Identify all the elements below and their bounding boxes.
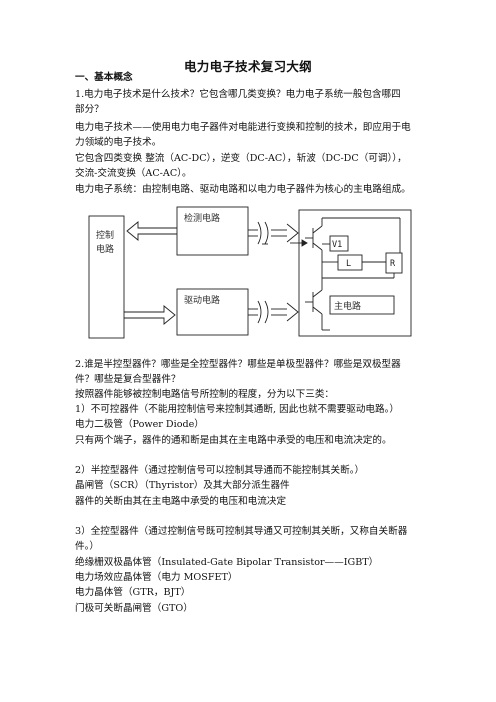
category-3-line-6: 门极可关断晶闸管（GTO）: [75, 603, 193, 614]
answer-1-line-2: 力领域的电子技术。: [75, 137, 162, 148]
question-1-line-1: 1.电力电子技术是什么技术？它包含哪几类变换？电力电子系统一般包含哪四: [75, 89, 401, 100]
main-label-box: [329, 295, 395, 315]
control-to-drive-arrow: [124, 305, 176, 325]
main-label: 主电路: [334, 300, 361, 312]
inductor-box: [337, 254, 363, 271]
category-2-line-3: 器件的关断由其在主电路中承受的电压和电流决定: [75, 496, 287, 507]
question-2-line-1: 2.谁是半控型器件？哪些是全控型器件？哪些是单极型器件？哪些是双极型器: [75, 359, 401, 370]
main-circuit-box: [298, 209, 412, 337]
question-2-line-2: 件？哪些是复合型器件？: [75, 374, 181, 385]
control-label-2: 电路: [96, 243, 114, 255]
l-label: L: [346, 259, 351, 269]
drive-isolation-waves: [248, 300, 299, 324]
r-label: R: [390, 259, 396, 269]
detect-isolation-waves: [248, 221, 299, 245]
detect-to-control-arrow: [126, 221, 177, 241]
detect-label: 检测电路: [184, 212, 220, 224]
answer-1-line-5: 电力电子系统：由控制电路、驱动电路和以电力电子器件为核心的主电路组成。: [75, 184, 411, 195]
document-title: 电力电子技术复习大纲: [183, 59, 312, 74]
category-1-line-2: 电力二极管（Power Diode）: [75, 419, 204, 430]
v1-box: [329, 235, 349, 252]
question-1-line-2: 部分？: [75, 104, 104, 115]
upper-transistor-icon: [305, 218, 323, 278]
drive-label: 驱动电路: [184, 294, 220, 306]
category-2-line-2: 晶闸管（SCR）（Thyristor）及其大部分派生器件: [75, 480, 290, 491]
category-3-line-1: 3）全控型器件（通过控制信号既可控制其导通又可控制其关断，又称自关断器: [75, 526, 408, 537]
v1-label: V1: [332, 240, 342, 250]
detect-circuit-box: [176, 206, 249, 256]
lower-transistor-icon: [305, 278, 323, 330]
category-1-line-1: 1）不可控器件（不能用控制信号来控制其通断, 因此也就不需要驱动电路。）: [75, 404, 399, 415]
category-3-line-3: 绝缘栅双极晶体管（Insulated-Gate Bipolar Transist…: [75, 557, 379, 568]
answer-1-line-4: 交流-交流变换（AC-AC）。: [75, 168, 192, 179]
category-3-line-2: 件。）: [75, 541, 99, 552]
category-3-line-5: 电力晶体管（GTR，BJT）: [75, 587, 191, 598]
category-2-line-1: 2）半控型器件（通过控制信号可以控制其导通而不能控制其关断。）: [75, 465, 365, 476]
category-3-line-4: 电力场效应晶体管（电力 MOSFET）: [75, 572, 238, 583]
main-circuit-arrow: [290, 239, 308, 247]
category-1-line-3: 只有两个端子，器件的通和断是由其在主电路中承受的电压和电流决定的。: [75, 435, 392, 446]
answer-1-line-1: 电力电子技术——使用电力电子器件对电能进行变换和控制的技术，即应用于电: [75, 122, 411, 133]
control-label-1: 控制: [96, 229, 114, 241]
control-circuit-box: [88, 215, 125, 339]
question-2-line-3: 按照器件能够被控制电路信号所控制的程度，分为以下三类：: [75, 389, 335, 400]
section-heading: 一、基本概念: [75, 72, 133, 83]
answer-1-line-3: 它包含四类变换 整流（AC-DC），逆变（DC-AC），斩波（DC-DC（可调）…: [75, 153, 407, 164]
drive-circuit-box: [176, 288, 249, 336]
